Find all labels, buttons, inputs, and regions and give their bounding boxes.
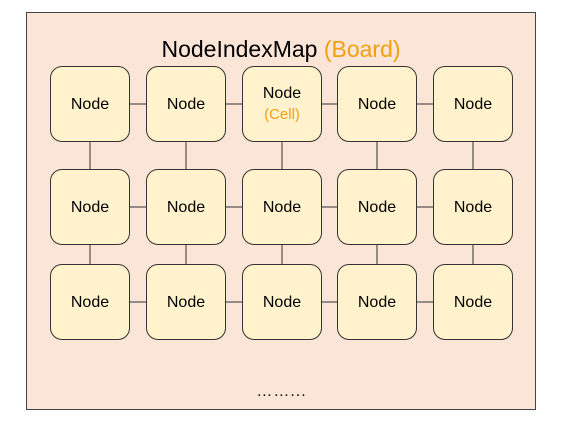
node-label: Node [70, 198, 110, 216]
node-label: Node [262, 85, 302, 102]
node-label: Node [357, 293, 397, 311]
node-box: Node [242, 169, 322, 245]
continuation-ellipsis: ……... [256, 383, 307, 400]
node-box: Node [50, 264, 130, 340]
node-box: Node [50, 66, 130, 142]
node-label: Node [262, 198, 302, 216]
node-box: Node [337, 169, 417, 245]
board-title: NodeIndexMap (Board) [27, 35, 535, 63]
node-label: Node [262, 293, 302, 311]
board-title-text: NodeIndexMap [161, 36, 318, 62]
node-sublabel: (Cell) [264, 106, 300, 123]
node-box: Node [337, 66, 417, 142]
node-box: Node [337, 264, 417, 340]
node-label: Node [70, 293, 110, 311]
node-label: Node [166, 293, 206, 311]
node-label: Node [166, 198, 206, 216]
node-box: Node [146, 66, 226, 142]
node-label: Node [453, 293, 493, 311]
node-box: Node (Cell) [242, 66, 322, 142]
node-label: Node [357, 95, 397, 113]
node-box: Node [433, 66, 513, 142]
node-label: Node [166, 95, 206, 113]
node-box: Node [146, 169, 226, 245]
node-box: Node [50, 169, 130, 245]
node-label: Node [453, 95, 493, 113]
node-label: Node [357, 198, 397, 216]
node-box: Node [433, 264, 513, 340]
node-box: Node [146, 264, 226, 340]
node-label: Node [453, 198, 493, 216]
node-label: Node [70, 95, 110, 113]
node-box: Node [242, 264, 322, 340]
node-box: Node [433, 169, 513, 245]
board-subtitle: (Board) [323, 36, 401, 62]
